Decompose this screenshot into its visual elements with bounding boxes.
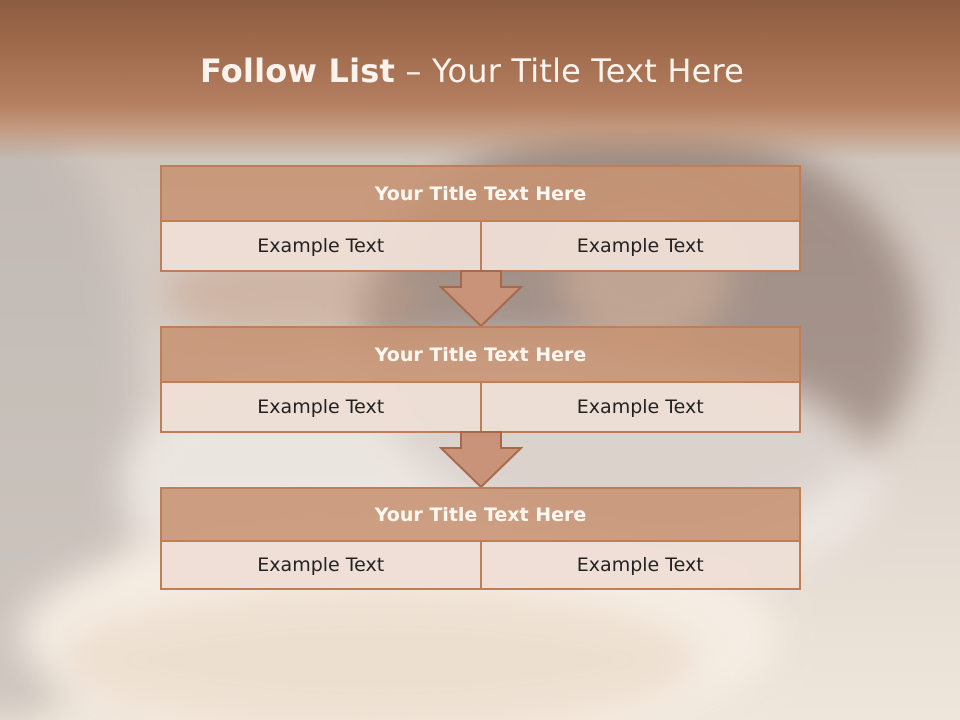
down-arrow-icon (439, 431, 523, 489)
block-title[interactable]: Your Title Text Here (160, 326, 801, 383)
block-row: Example Text Example Text (160, 383, 801, 433)
block-cell-left[interactable]: Example Text (160, 222, 482, 272)
block-title[interactable]: Your Title Text Here (160, 165, 801, 222)
list-block-3[interactable]: Your Title Text Here Example Text Exampl… (160, 487, 801, 590)
block-cell-right[interactable]: Example Text (481, 542, 801, 590)
block-row: Example Text Example Text (160, 542, 801, 590)
down-arrow-icon (439, 270, 523, 328)
slide-title: Follow List – Your Title Text Here (0, 52, 944, 90)
block-cell-right[interactable]: Example Text (481, 383, 801, 433)
title-bold: Follow List (199, 52, 396, 90)
background-cake-detail (60, 590, 700, 720)
block-cell-right[interactable]: Example Text (481, 222, 801, 272)
block-cell-left[interactable]: Example Text (160, 383, 482, 433)
list-block-2[interactable]: Your Title Text Here Example Text Exampl… (160, 326, 801, 433)
block-cell-left[interactable]: Example Text (160, 542, 482, 590)
block-row: Example Text Example Text (160, 222, 801, 272)
title-bar: Follow List – Your Title Text Here (0, 0, 960, 160)
list-block-1[interactable]: Your Title Text Here Example Text Exampl… (160, 165, 801, 272)
block-title[interactable]: Your Title Text Here (160, 487, 801, 542)
title-rest: – Your Title Text Here (395, 52, 745, 90)
